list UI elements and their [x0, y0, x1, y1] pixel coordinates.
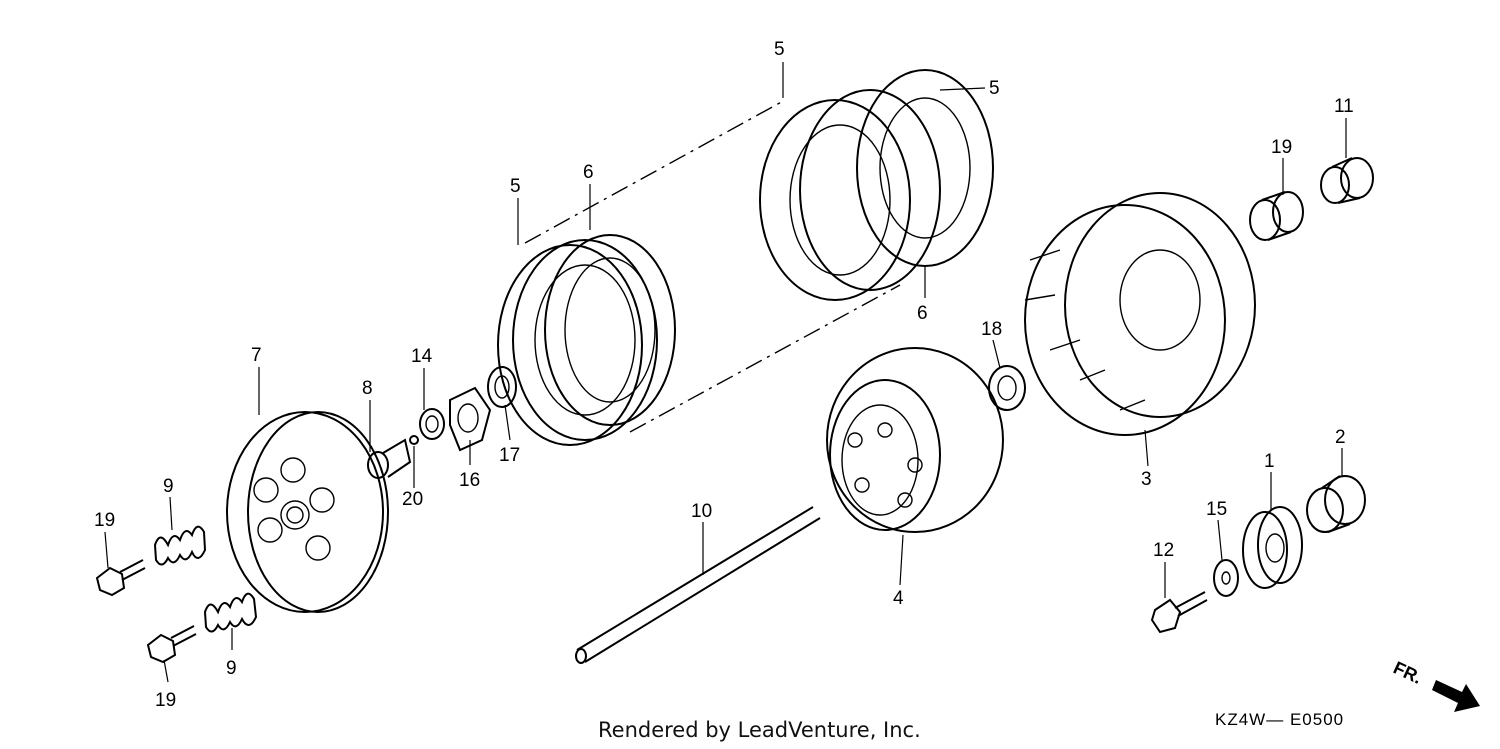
callout-7: 7 — [251, 345, 262, 366]
callout-16: 17 — [499, 445, 520, 466]
credit-text: Rendered by LeadVenture, Inc. — [598, 718, 921, 742]
direction-label: FR. — [1390, 657, 1425, 687]
lock-nut[interactable] — [419, 408, 445, 440]
callout-6b: 6 — [917, 303, 928, 324]
clutch-spring-lower[interactable] — [203, 592, 258, 633]
leader-9a — [169, 496, 173, 531]
callout-15: 16 — [459, 470, 480, 491]
callout-4: 4 — [893, 588, 904, 609]
front-direction-arrow: FR. — [1390, 657, 1480, 712]
stack-guide-bottom — [629, 284, 901, 433]
washer-14[interactable] — [1213, 559, 1239, 597]
callout-6a: 6 — [583, 162, 594, 183]
callout-11: 11 — [1334, 96, 1354, 117]
callout-1: 1 — [1264, 451, 1275, 472]
lifter-piece[interactable] — [367, 438, 412, 479]
callout-5b: 5 — [989, 78, 1000, 99]
callout-2: 2 — [1335, 427, 1346, 448]
callout-3: 3 — [1141, 469, 1152, 490]
callout-5a: 5 — [774, 39, 785, 60]
clutch-disc-rear[interactable] — [759, 69, 994, 301]
callout-9a: 9 — [163, 476, 174, 497]
lifter-rod[interactable] — [575, 506, 821, 664]
leader-17 — [992, 339, 1001, 369]
callout-14: 15 — [1206, 499, 1227, 520]
leader-14 — [1217, 519, 1223, 561]
spring-bolt-upper[interactable] — [95, 559, 146, 597]
callout-20: 20 — [402, 489, 423, 510]
leader-3 — [1144, 429, 1149, 467]
leader-4 — [899, 534, 904, 586]
thrust-washer-16[interactable] — [487, 366, 517, 408]
callout-9b: 9 — [226, 658, 237, 679]
arrow-icon — [1432, 680, 1480, 712]
lock-washer[interactable] — [449, 386, 492, 452]
clutch-spring-upper[interactable] — [153, 525, 207, 566]
bolt-12[interactable] — [1150, 591, 1208, 634]
thrust-washer-17[interactable] — [988, 365, 1026, 411]
callout-10: 10 — [691, 501, 712, 522]
callout-8: 8 — [362, 378, 373, 399]
callout-19a: 19 — [94, 510, 115, 531]
steel-ball[interactable] — [409, 435, 419, 445]
callout-12: 12 — [1153, 540, 1174, 561]
callout-19b: 19 — [155, 690, 176, 711]
callout-18: 19 — [1271, 137, 1292, 158]
clutch-center[interactable] — [826, 347, 1004, 533]
primary-drive-gear[interactable] — [1242, 506, 1303, 589]
leader-16 — [504, 404, 511, 441]
primary-drive-collar[interactable] — [1306, 475, 1366, 533]
pressure-plate[interactable] — [226, 411, 389, 613]
outer-guide-collar[interactable] — [1320, 157, 1374, 204]
leader-5b — [939, 87, 986, 91]
spring-bolt-lower[interactable] — [146, 625, 197, 664]
diagram-code: KZ4W— E0500 — [1215, 710, 1344, 729]
clutch-disc-front[interactable] — [497, 234, 676, 446]
leader-19b — [163, 659, 169, 683]
clutch-outer[interactable] — [1024, 192, 1256, 436]
stack-guide-top — [524, 99, 786, 244]
callout-5c: 5 — [510, 176, 521, 197]
leader-19a — [104, 531, 109, 569]
needle-bearing[interactable] — [1249, 191, 1304, 241]
callout-17: 18 — [981, 319, 1002, 340]
callout-13: 14 — [411, 346, 433, 367]
